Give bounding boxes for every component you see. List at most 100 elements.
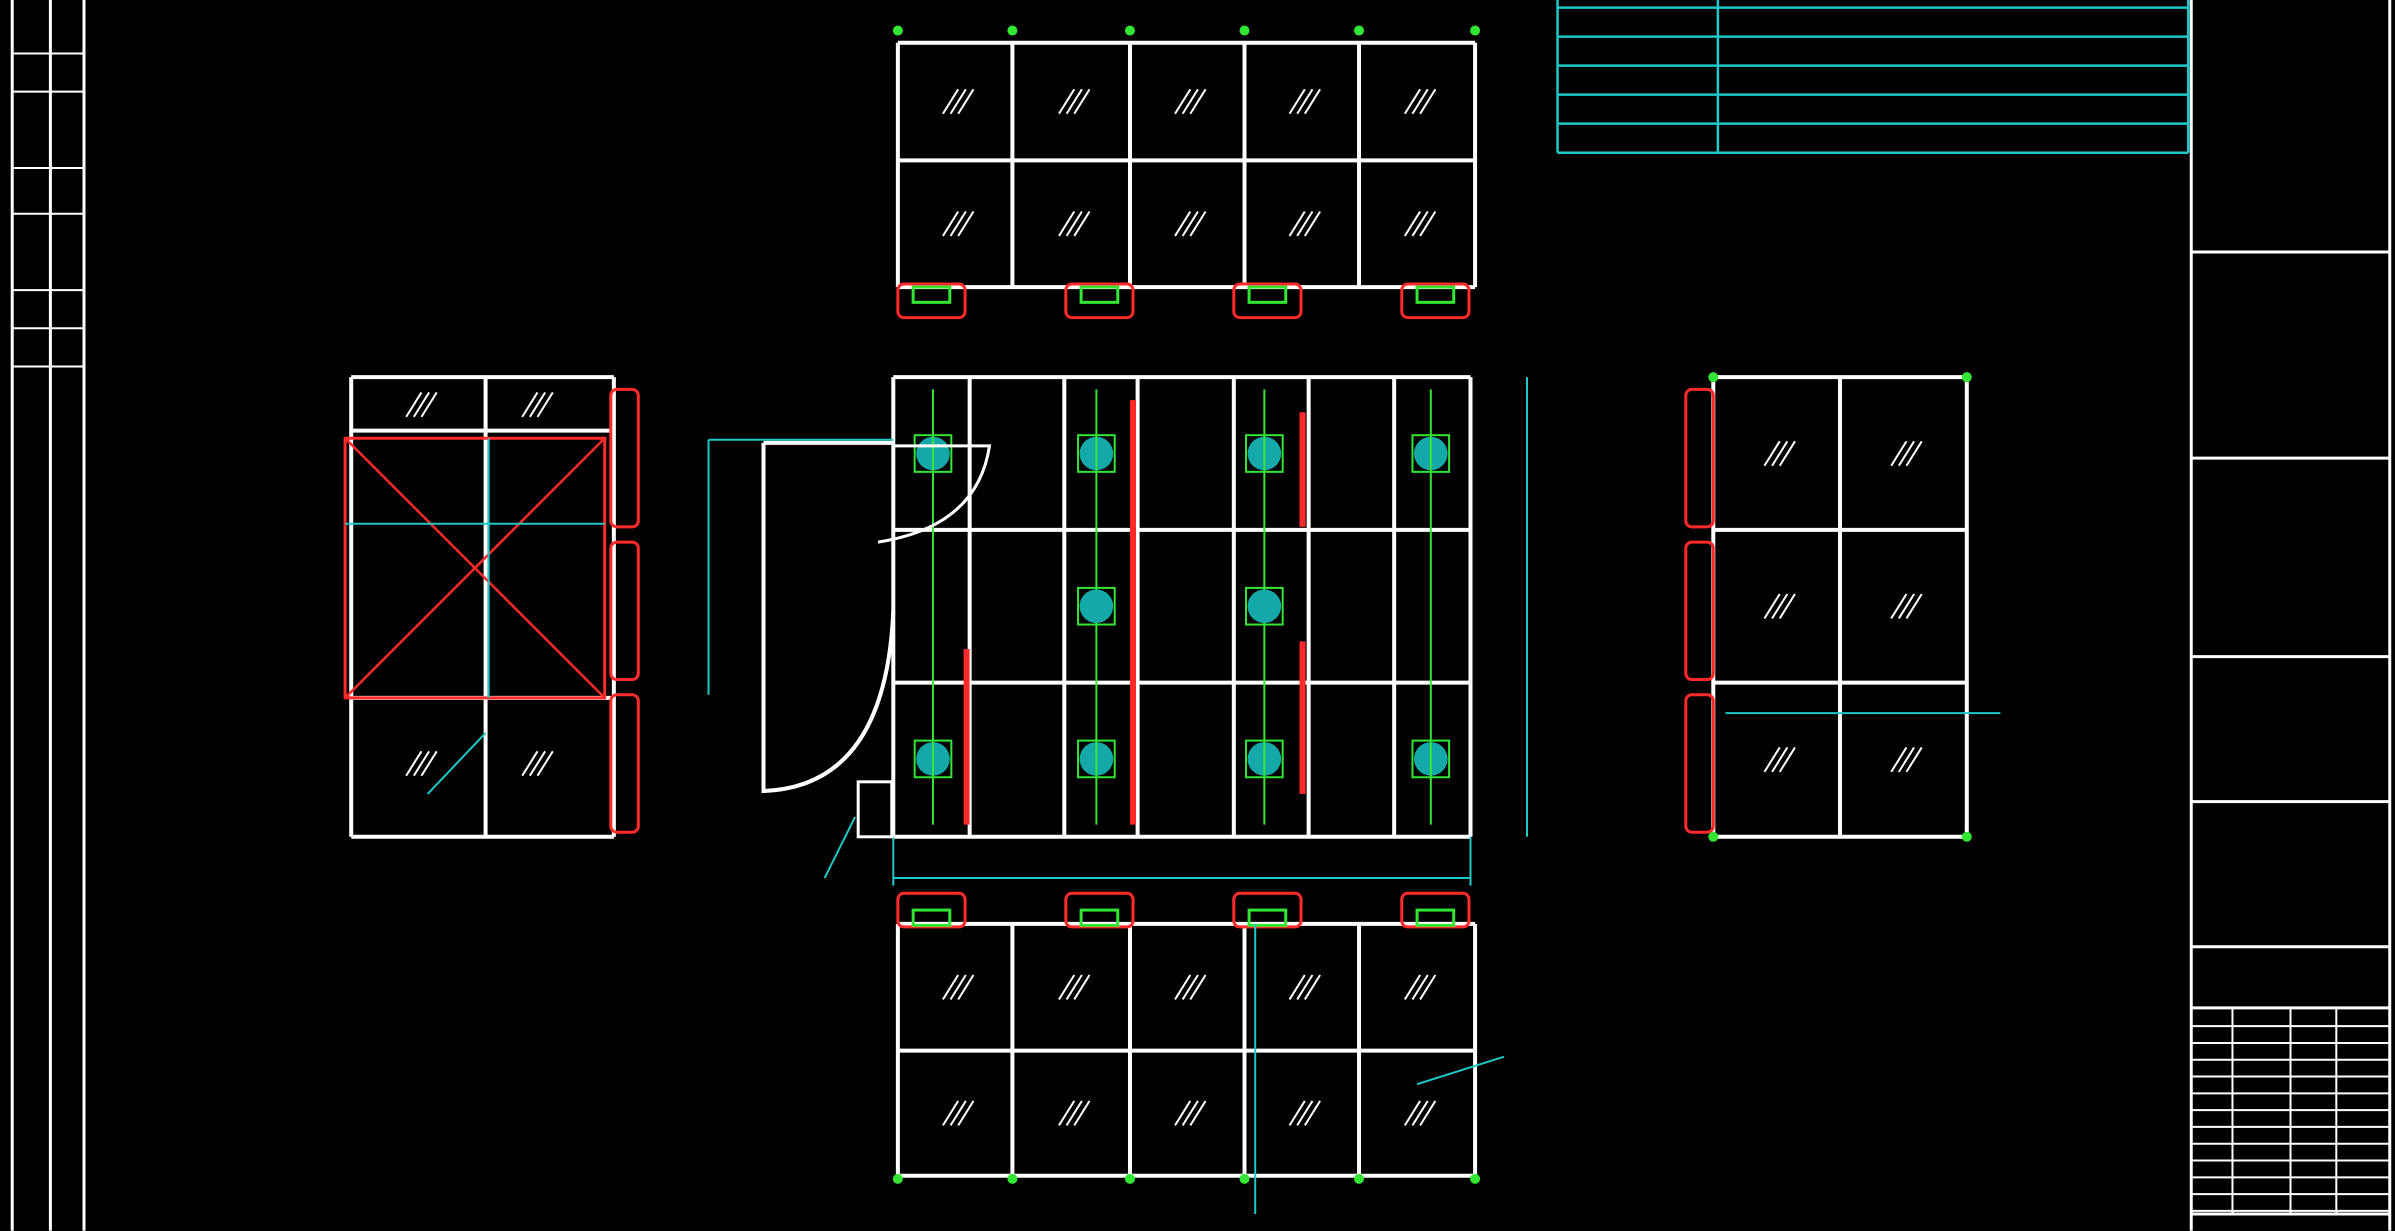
node-marker <box>1470 25 1481 36</box>
glass-hatch-mark <box>412 391 430 418</box>
glass-hatch-mark <box>1073 210 1091 237</box>
left-elevation <box>343 375 640 839</box>
glass-hatch-mark <box>1897 746 1915 773</box>
glass-hatch-mark <box>1905 746 1923 773</box>
glass-hatch-mark <box>1411 974 1429 1000</box>
glass-hatch-mark <box>1403 210 1421 237</box>
glass-hatch-mark <box>1771 746 1789 773</box>
glass-hatch-mark <box>1303 1100 1321 1126</box>
fixture-housing <box>1077 586 1116 626</box>
glass-hatch-mark <box>1897 440 1915 467</box>
connector-detail <box>1079 908 1120 927</box>
node-marker <box>1354 25 1365 36</box>
door-detail <box>707 438 992 879</box>
glass-hatch-mark <box>1763 440 1781 467</box>
glass-hatch-mark <box>1174 1100 1192 1126</box>
glass-hatch-mark <box>1763 593 1781 619</box>
glass-hatch-mark <box>1296 974 1314 1000</box>
node-marker <box>1239 25 1250 36</box>
glass-hatch-mark <box>1763 746 1781 773</box>
glass-hatch-mark <box>942 88 960 115</box>
right-elevation <box>1684 372 2001 842</box>
glass-hatch-mark <box>1296 88 1314 115</box>
glass-hatch-mark <box>1189 974 1207 1000</box>
glass-hatch-mark <box>1065 1100 1083 1126</box>
glass-hatch-mark <box>1890 440 1908 467</box>
glass-hatch-mark <box>1174 88 1192 115</box>
door-swing <box>761 440 896 794</box>
glass-hatch-mark <box>1174 210 1192 237</box>
glass-hatch-mark <box>1403 974 1421 1000</box>
glass-hatch-mark <box>1288 974 1306 1000</box>
glass-hatch-mark <box>1303 210 1321 237</box>
glass-hatch-mark <box>949 1100 967 1126</box>
glass-hatch-mark <box>1890 593 1908 619</box>
connector-detail <box>1400 891 1471 929</box>
node-marker <box>1124 25 1135 36</box>
glass-hatch-mark <box>1419 210 1437 237</box>
side-connector <box>609 693 640 834</box>
connector-detail <box>1247 908 1288 927</box>
fixture-icon <box>1247 589 1282 624</box>
glass-hatch-mark <box>405 750 423 777</box>
glass-hatch-mark <box>957 1100 975 1126</box>
glass-hatch-mark <box>529 750 546 777</box>
connector-detail <box>1400 282 1471 320</box>
node-marker <box>1007 25 1018 36</box>
connector-detail <box>911 908 952 927</box>
glass-hatch-mark <box>1771 593 1789 619</box>
glass-hatch-mark <box>1419 88 1437 115</box>
node-marker <box>892 25 903 36</box>
glass-hatch-mark <box>1897 593 1915 619</box>
glass-hatch-mark <box>1296 1100 1314 1126</box>
glass-hatch-mark <box>1403 1100 1421 1126</box>
node-marker <box>1124 1173 1135 1184</box>
glass-hatch-mark <box>1058 974 1076 1000</box>
info-table <box>1556 0 2190 154</box>
glass-hatch-mark <box>949 88 967 115</box>
node-marker <box>892 1173 903 1184</box>
bottom-elevation <box>892 891 1505 1214</box>
fixture-icon <box>1079 589 1114 624</box>
glass-hatch-mark <box>1288 88 1306 115</box>
glass-hatch-mark <box>1174 974 1192 1000</box>
door-post <box>856 780 894 839</box>
glass-hatch-mark <box>536 750 554 777</box>
glass-hatch-mark <box>942 974 960 1000</box>
glass-hatch-mark <box>1411 210 1429 237</box>
glass-hatch-mark <box>1189 1100 1207 1126</box>
top-elevation <box>892 25 1481 320</box>
glass-hatch-mark <box>1073 1100 1091 1126</box>
glass-hatch-mark <box>1890 746 1908 773</box>
glass-hatch-mark <box>1411 88 1429 115</box>
glass-hatch-mark <box>521 391 539 418</box>
glass-hatch-mark <box>1411 1100 1429 1126</box>
connector-detail <box>911 285 952 304</box>
connector-detail <box>1247 285 1288 304</box>
glass-hatch-mark <box>942 210 960 237</box>
glass-hatch-mark <box>1288 210 1306 237</box>
glass-hatch-mark <box>1181 974 1199 1000</box>
connector-detail <box>1232 282 1303 320</box>
glass-hatch-mark <box>405 391 423 418</box>
leader-line <box>823 816 857 879</box>
glass-hatch-mark <box>420 391 438 418</box>
glass-hatch-mark <box>1189 88 1207 115</box>
connector-detail <box>1064 282 1135 320</box>
side-connector <box>1684 387 1715 529</box>
connector-detail <box>896 282 967 320</box>
glass-hatch-mark <box>1778 593 1796 619</box>
node-marker <box>1708 831 1719 842</box>
glass-hatch-mark <box>1771 440 1789 467</box>
glass-hatch-mark <box>957 210 975 237</box>
glass-hatch-mark <box>1073 88 1091 115</box>
connector-detail <box>1064 891 1135 929</box>
glass-hatch-mark <box>1303 974 1321 1000</box>
glass-hatch-mark <box>1905 593 1923 619</box>
fixture-housing <box>1245 586 1284 626</box>
node-marker <box>1470 1173 1481 1184</box>
connector-detail <box>1232 891 1303 929</box>
glass-hatch-mark <box>942 1100 960 1126</box>
